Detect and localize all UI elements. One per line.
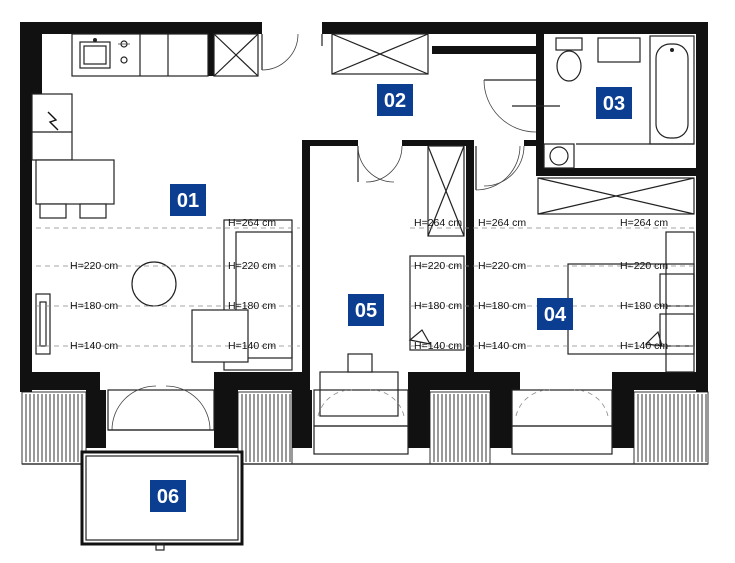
doors [261, 33, 560, 191]
h140-label-04b: H=140 cm [620, 340, 668, 352]
h180-label-left: H=180 cm [70, 300, 118, 312]
h220-label-05: H=220 cm [414, 260, 462, 272]
height-lines [36, 227, 694, 347]
dining-table [131, 261, 177, 307]
h220-label-04b: H=220 cm [620, 260, 668, 272]
h264-label-05: H=264 cm [414, 217, 462, 229]
kitchen-counter [31, 33, 259, 219]
room-badge-03: 03 [596, 87, 632, 119]
h220-label-04a: H=220 cm [478, 260, 526, 272]
windows [107, 385, 613, 455]
room-badge-01: 01 [170, 184, 206, 216]
h180-label-living: H=180 cm [228, 300, 276, 312]
room-label-03: 03 [603, 93, 625, 115]
room-label-01: 01 [177, 190, 199, 212]
room-label-02: 02 [384, 90, 406, 112]
room-label-04: 04 [544, 304, 567, 326]
h140-label-05: H=140 cm [414, 340, 462, 352]
h264-label-04b: H=264 cm [620, 217, 668, 229]
electric-panel-icon [47, 111, 59, 131]
h220-label-left: H=220 cm [70, 260, 118, 272]
hall-wardrobe [331, 33, 465, 237]
living-furniture [35, 219, 293, 371]
h264-label-living: H=264 cm [228, 217, 276, 229]
bedroom-furniture [537, 177, 695, 373]
h180-label-04a: H=180 cm [478, 300, 526, 312]
room-badge-04: 04 [537, 298, 573, 330]
room-badge-05: 05 [348, 294, 384, 326]
height-labels: H=220 cm H=180 cm H=140 cm H=264 cm H=22… [70, 217, 668, 352]
h180-label-05: H=180 cm [414, 300, 462, 312]
bathroom-fixtures [543, 35, 695, 169]
h140-label-living: H=140 cm [228, 340, 276, 352]
railing-frame [633, 391, 709, 465]
room-badge-06: 06 [150, 480, 186, 512]
h180-label-04b: H=180 cm [620, 300, 668, 312]
room05-furniture [319, 255, 663, 417]
railing-frame [429, 391, 491, 465]
h140-label-left: H=140 cm [70, 340, 118, 352]
room-label-06: 06 [157, 486, 179, 508]
walls [20, 22, 708, 448]
h220-label-living: H=220 cm [228, 260, 276, 272]
room-label-05: 05 [355, 300, 377, 322]
h140-label-04a: H=140 cm [478, 340, 526, 352]
h264-label-04a: H=264 cm [478, 217, 526, 229]
room-badge-02: 02 [377, 84, 413, 116]
